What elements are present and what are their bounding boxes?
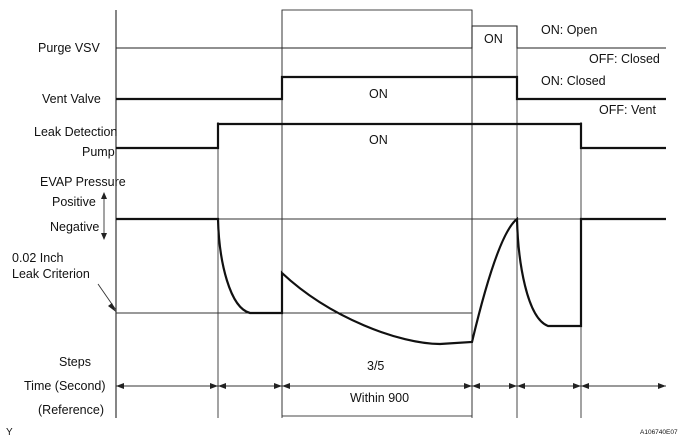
interval-arrow xyxy=(218,383,226,389)
evap-pressure-curve xyxy=(116,216,666,346)
interval-arrow xyxy=(517,383,525,389)
interval-arrow xyxy=(274,383,282,389)
vent-valve-off-desc: OFF: Vent xyxy=(599,103,656,117)
interval-arrow xyxy=(472,383,480,389)
purge-vsv-on-label: ON xyxy=(484,32,503,46)
figure-code: A106740E07 xyxy=(640,429,678,436)
pressure-positive-label: Positive xyxy=(52,195,96,209)
steps-label: Steps xyxy=(59,355,91,369)
leak-pump-label-line2: Pump xyxy=(82,145,115,159)
interval-arrow xyxy=(282,383,290,389)
purge-vsv-off-desc: OFF: Closed xyxy=(589,52,660,66)
criterion-leader-arrow xyxy=(108,303,116,312)
interval-arrow xyxy=(116,383,124,389)
time-interval-arrows xyxy=(116,383,666,389)
criterion-label-line2: Leak Criterion xyxy=(12,267,90,281)
pressure-negative-label: Negative xyxy=(50,220,99,234)
criterion-label-line1: 0.02 Inch xyxy=(12,251,63,265)
time-label: Time (Second) xyxy=(24,379,106,393)
evap-pressure-title: EVAP Pressure xyxy=(40,175,126,189)
vent-valve-on-label: ON xyxy=(369,87,388,101)
step-3-value: 3/5 xyxy=(367,359,384,373)
pressure-arrow-up xyxy=(101,192,107,199)
step-3-window-box xyxy=(281,9,473,417)
interval-arrow xyxy=(573,383,581,389)
purge-vsv-on-desc: ON: Open xyxy=(541,23,597,37)
leak-pump-signal xyxy=(116,122,666,150)
interval-arrow xyxy=(464,383,472,389)
leak-pump-on-label: ON xyxy=(369,133,388,147)
purge-vsv-signal xyxy=(116,25,666,49)
purge-vsv-label: Purge VSV xyxy=(38,41,101,55)
footer-left-mark: Y xyxy=(6,427,13,438)
vent-valve-label: Vent Valve xyxy=(42,92,101,106)
time-window-label: Within 900 xyxy=(350,391,409,405)
interval-arrow xyxy=(210,383,218,389)
leak-pump-label-line1: Leak Detection xyxy=(34,125,117,139)
interval-arrow xyxy=(509,383,517,389)
interval-arrow xyxy=(581,383,589,389)
pressure-arrow-down xyxy=(101,233,107,240)
vent-valve-on-desc: ON: Closed xyxy=(541,74,606,88)
reference-label: (Reference) xyxy=(38,403,104,417)
interval-arrow xyxy=(658,383,666,389)
vent-valve-signal xyxy=(116,75,666,101)
